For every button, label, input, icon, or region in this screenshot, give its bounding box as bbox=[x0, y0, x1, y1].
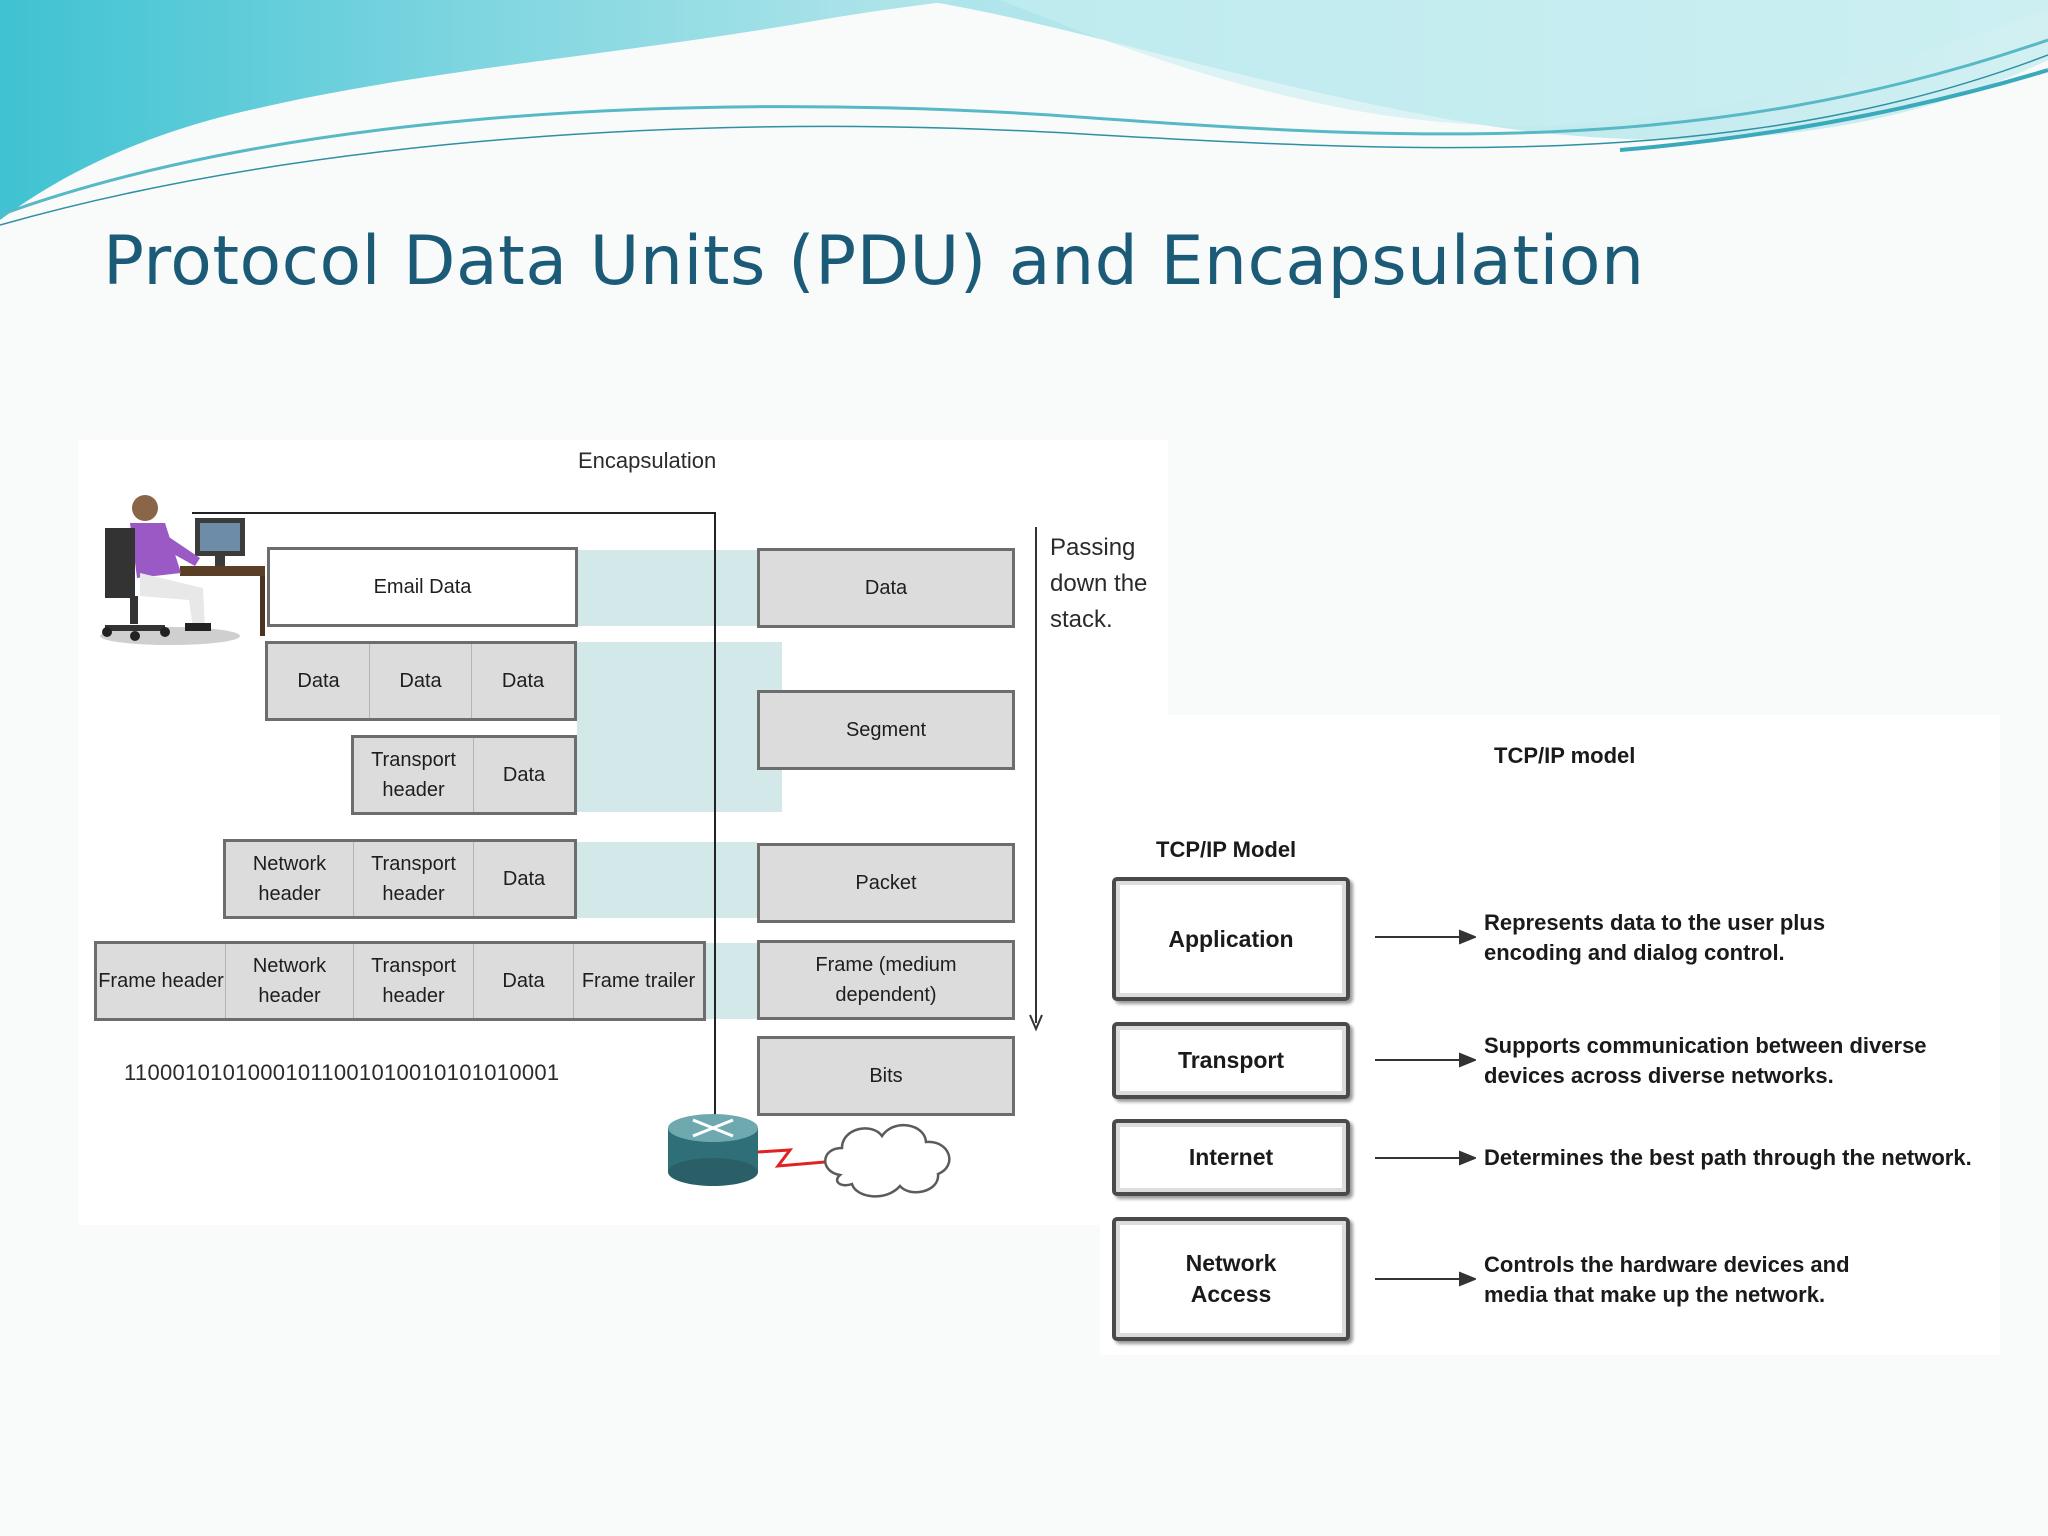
data-cell: Data bbox=[370, 644, 472, 718]
data-cell: Data bbox=[472, 644, 574, 718]
application-description: Represents data to the user plus encodin… bbox=[1484, 908, 1825, 968]
layer-arrows bbox=[1375, 929, 1476, 1287]
email-data-block: Email Data bbox=[267, 547, 578, 627]
layer-internet: Internet bbox=[1112, 1119, 1350, 1196]
pdu-frame: Frame (medium dependent) bbox=[757, 940, 1015, 1020]
passing-note-line: stack. bbox=[1050, 606, 1113, 633]
router-icon bbox=[668, 1114, 758, 1186]
layer-application: Application bbox=[1112, 877, 1350, 1001]
bits-stream: 11000101010001011001010010101010001 bbox=[124, 1060, 560, 1085]
layer-transport: Transport bbox=[1112, 1022, 1350, 1099]
passing-down-note: Passing down the stack. bbox=[1050, 530, 1147, 638]
transport-description: Supports communication between diverse d… bbox=[1484, 1031, 1927, 1091]
pdu-data: Data bbox=[757, 548, 1015, 628]
pdu-bits: Bits bbox=[757, 1036, 1015, 1116]
passing-note-line: down the bbox=[1050, 570, 1148, 597]
frame-trailer-cell: Frame trailer bbox=[574, 944, 703, 1018]
person-at-computer-icon bbox=[100, 495, 265, 645]
data-cell: Data bbox=[474, 944, 574, 1018]
pdu-packet: Packet bbox=[757, 843, 1015, 923]
data-cell: Data bbox=[474, 738, 574, 812]
page-title: Protocol Data Units (PDU) and Encapsulat… bbox=[103, 222, 1645, 301]
tcpip-caption: TCP/IP model bbox=[1494, 743, 1636, 768]
description-line: Determines the best path through the net… bbox=[1484, 1145, 1972, 1170]
data-segments-row: Data Data Data bbox=[265, 641, 577, 721]
transport-header-cell: Transport header bbox=[354, 944, 474, 1018]
description-line: Controls the hardware devices and bbox=[1484, 1252, 1850, 1277]
frame-row: Frame header Network header Transport he… bbox=[94, 941, 706, 1021]
tcpip-model-title: TCP/IP Model bbox=[1156, 837, 1297, 862]
data-cell: Data bbox=[268, 644, 370, 718]
network-header-cell: Network header bbox=[226, 944, 354, 1018]
description-line: encoding and dialog control. bbox=[1484, 940, 1785, 965]
data-path-line bbox=[192, 512, 716, 1120]
highlight-band-packet bbox=[577, 842, 757, 918]
internet-description: Determines the best path through the net… bbox=[1484, 1143, 1972, 1173]
passing-note-line: Passing bbox=[1050, 534, 1136, 561]
description-line: Supports communication between diverse bbox=[1484, 1033, 1927, 1058]
highlight-band-frame bbox=[705, 943, 757, 1019]
description-line: devices across diverse networks. bbox=[1484, 1063, 1834, 1088]
data-cell: Data bbox=[474, 842, 574, 916]
description-line: media that make up the network. bbox=[1484, 1282, 1826, 1307]
highlight-band-data bbox=[577, 550, 757, 626]
description-line: Represents data to the user plus bbox=[1484, 910, 1826, 935]
pdu-segment: Segment bbox=[757, 690, 1015, 770]
down-arrow-icon bbox=[1029, 527, 1043, 1032]
header-wave-decoration bbox=[0, 0, 2048, 226]
packet-row: Network header Transport header Data bbox=[223, 839, 577, 919]
network-cloud-icon bbox=[824, 1123, 951, 1198]
network-access-description: Controls the hardware devices and media … bbox=[1484, 1250, 1850, 1310]
transport-header-cell: Transport header bbox=[354, 842, 474, 916]
layer-network-access: Network Access bbox=[1112, 1217, 1350, 1341]
router-cloud-illustration bbox=[668, 1114, 951, 1198]
highlight-band-segment bbox=[577, 642, 782, 812]
network-header-cell: Network header bbox=[226, 842, 354, 916]
segment-row: Transport header Data bbox=[351, 735, 577, 815]
transport-header-cell: Transport header bbox=[354, 738, 474, 812]
encapsulation-heading: Encapsulation bbox=[578, 448, 717, 473]
frame-header-cell: Frame header bbox=[97, 944, 226, 1018]
